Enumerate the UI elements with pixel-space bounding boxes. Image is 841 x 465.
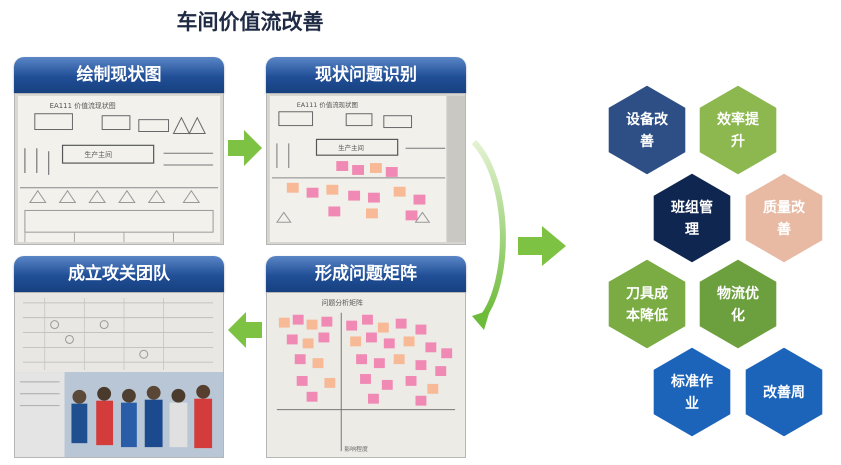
improvement-areas-hexagons: 设备改善效率提升班组管理质量改善刀具成本降低物流优化标准作业改善周 — [598, 78, 834, 458]
panel-problem-matrix: 形成问题矩阵 问题分析矩阵 影响程度 — [266, 256, 466, 458]
arrow-right-2-icon — [518, 226, 566, 266]
vsm-title-text: EA111 价值流现状图 — [297, 100, 358, 109]
hexagon-shape — [742, 170, 826, 266]
panel-header: 绘制现状图 — [14, 57, 224, 93]
panel-draw-current-state: 绘制现状图 EA111 价值流现状图 生产主间 — [14, 57, 224, 245]
hexagon-label: 质量改 — [763, 199, 806, 216]
hexagon-label: 效率提 — [717, 111, 760, 128]
hexagon-label: 刀具成 — [626, 285, 668, 302]
panel-header: 形成问题矩阵 — [266, 256, 466, 292]
problem-matrix-photo: 问题分析矩阵 影响程度 — [266, 292, 466, 458]
vsm-title-text: EA111 价值流现状图 — [50, 101, 116, 110]
page-title: 车间价值流改善 — [176, 10, 324, 34]
panel-header: 现状问题识别 — [266, 57, 466, 93]
hexagon-label: 标准作 — [670, 373, 713, 390]
panel-identify-problems: 现状问题识别 EA111 价值流现状图 生产主间 — [266, 57, 466, 245]
production-box-text: 生产主间 — [338, 143, 364, 152]
hexagon-shape — [605, 82, 689, 178]
arrow-left-icon — [228, 312, 262, 348]
hexagon-label: 改善周 — [763, 384, 805, 401]
hexagon-label: 业 — [685, 396, 699, 412]
problem-identification-photo: EA111 价值流现状图 生产主间 — [266, 93, 466, 245]
hexagon-label: 班组管 — [671, 199, 713, 216]
matrix-title-text: 问题分析矩阵 — [321, 298, 363, 307]
hexagon-label: 本降低 — [626, 307, 668, 324]
team-photo — [14, 292, 224, 458]
hexagon-label: 升 — [731, 133, 745, 150]
hexagon-label: 物流优 — [717, 285, 759, 302]
hexagon-shape — [696, 256, 780, 352]
hexagon-shape — [650, 170, 734, 266]
hexagon-label: 善 — [777, 221, 791, 238]
hexagon-label: 理 — [685, 222, 699, 238]
arrow-right-1-icon — [228, 130, 262, 166]
hexagon-label: 设备改 — [626, 111, 669, 128]
panel-header: 成立攻关团队 — [14, 256, 224, 292]
hexagon-label: 善 — [640, 133, 654, 150]
hexagon-shape — [742, 344, 826, 440]
current-state-map-photo: EA111 价值流现状图 生产主间 — [14, 93, 224, 245]
hexagon-shape — [650, 344, 734, 440]
curved-arrow-down-icon — [471, 140, 506, 330]
hexagon-shape — [696, 82, 780, 178]
matrix-axis-text: 影响程度 — [344, 445, 368, 453]
hexagon-shape — [605, 256, 689, 352]
panel-form-team: 成立攻关团队 — [14, 256, 224, 458]
hexagon-label: 化 — [731, 307, 745, 324]
production-box-text: 生产主间 — [84, 150, 112, 159]
hexagon-improvement-week: 改善周 — [742, 344, 826, 440]
